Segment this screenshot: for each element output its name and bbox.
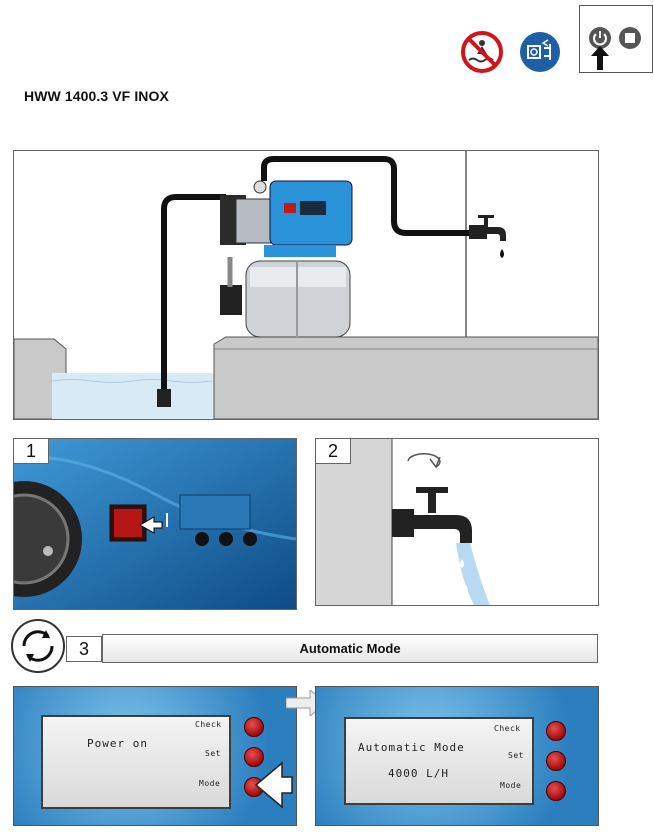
- step-number: 1: [14, 439, 49, 464]
- lcd-screen: Power on Check Set Mode: [41, 715, 231, 809]
- mode-label: Mode: [199, 779, 221, 788]
- lcd-text-line1: Automatic Mode: [358, 741, 465, 754]
- up-arrow-icon: [591, 46, 609, 70]
- pointer-arrow-icon: [254, 761, 293, 809]
- product-title: HWW 1400.3 VF INOX: [24, 88, 169, 104]
- set-button[interactable]: [546, 751, 566, 771]
- check-label: Check: [494, 724, 521, 733]
- installation-diagram: [13, 150, 599, 420]
- control-panel-left: Power on Check Set Mode: [13, 686, 297, 826]
- lcd-text-line2: 4000 L/H: [388, 767, 449, 780]
- power-plug-icon: [520, 32, 560, 72]
- no-swimming-icon: [461, 31, 503, 73]
- set-button[interactable]: [244, 747, 264, 767]
- step-number: 3: [66, 636, 102, 662]
- operation-icon-box: [579, 5, 653, 73]
- mode-title-bar: Automatic Mode: [102, 634, 598, 663]
- control-panel-right: Automatic Mode 4000 L/H Check Set Mode: [315, 686, 599, 826]
- step-number: 2: [316, 439, 351, 464]
- step-1-panel: 1: [13, 438, 297, 610]
- check-button[interactable]: [244, 717, 264, 737]
- check-button[interactable]: [546, 721, 566, 741]
- mode-label: Mode: [500, 781, 522, 790]
- step-2-panel: 2: [315, 438, 599, 606]
- mode-button[interactable]: [546, 781, 566, 801]
- lcd-text: Power on: [87, 737, 148, 750]
- stop-button-icon: [619, 27, 641, 49]
- cycle-icon: [11, 619, 65, 673]
- lcd-screen: Automatic Mode 4000 L/H Check Set Mode: [344, 717, 534, 805]
- set-label: Set: [205, 749, 221, 758]
- set-label: Set: [508, 751, 524, 760]
- power-button-icon: [589, 27, 611, 49]
- check-label: Check: [195, 720, 222, 729]
